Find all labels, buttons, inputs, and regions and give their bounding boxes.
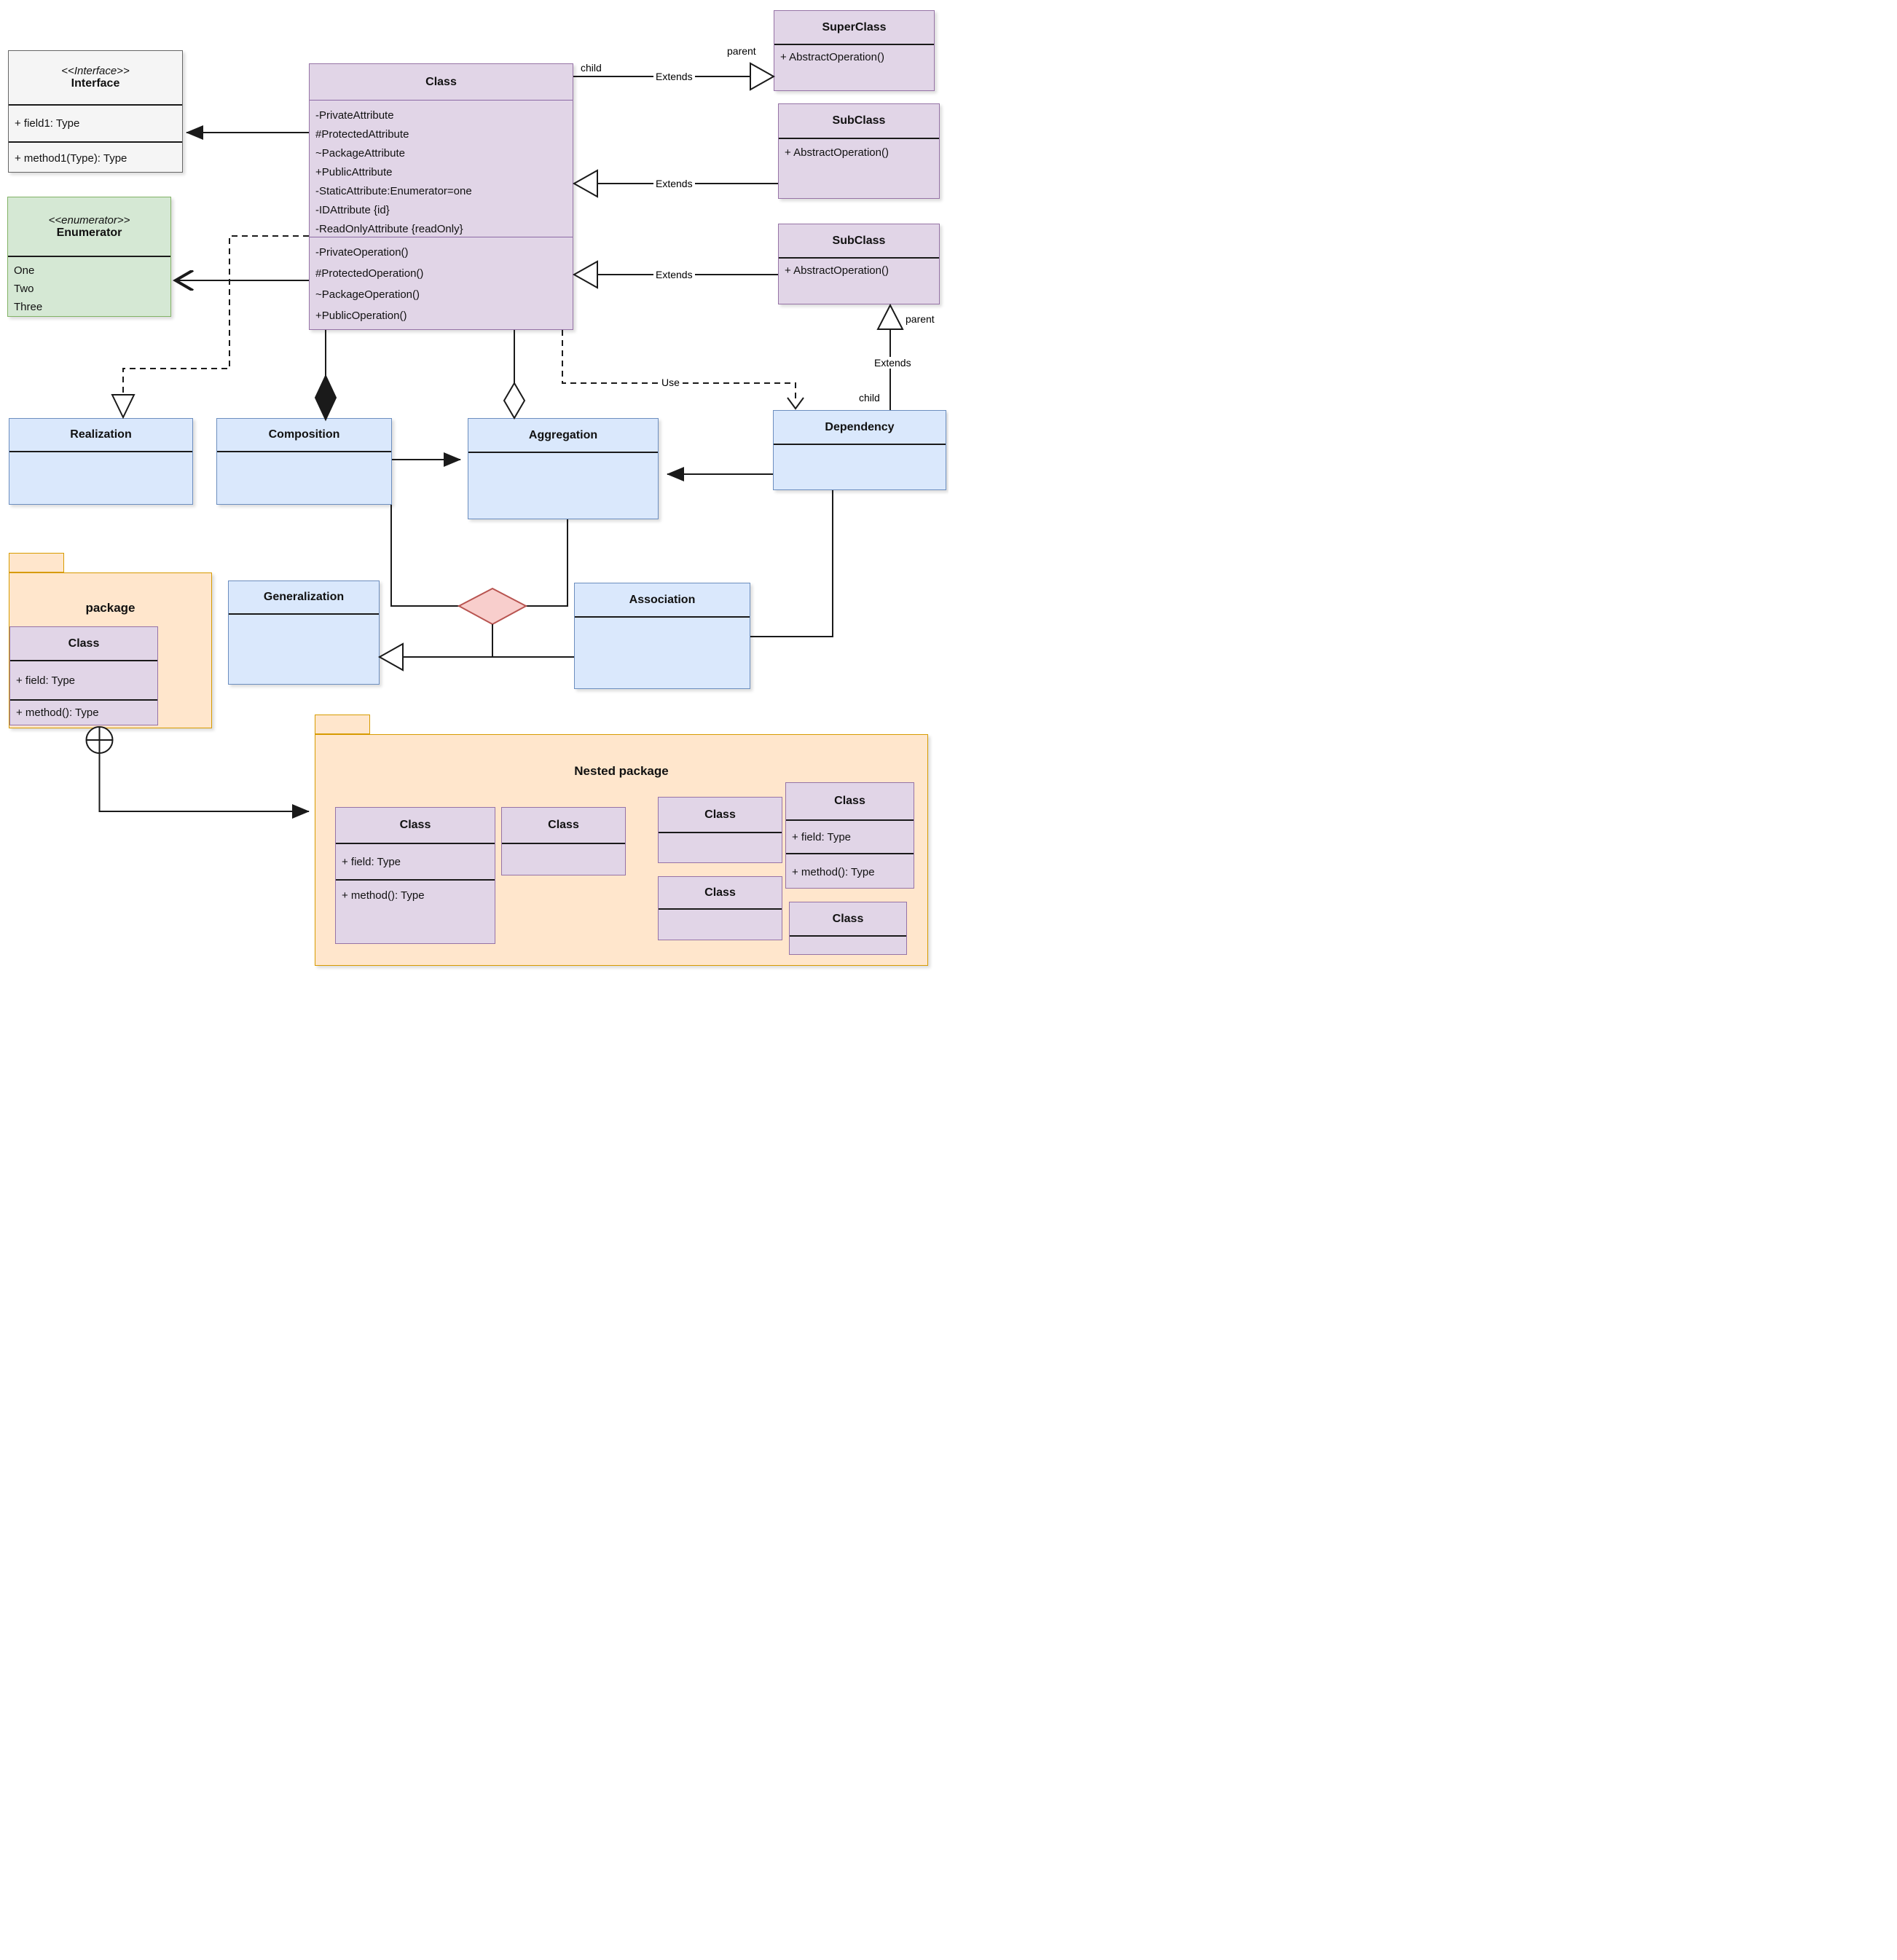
association-label: Association <box>629 593 696 606</box>
class-box: Class -PrivateAttribute #ProtectedAttrib… <box>309 63 573 330</box>
aggregation-edge <box>503 330 526 420</box>
class-operation: -PrivateOperation() <box>315 246 409 259</box>
dependency-association-edge <box>750 490 833 637</box>
superclass-box: SuperClass + AbstractOperation() <box>774 10 935 91</box>
package-class-method: + method(): Type <box>10 699 157 726</box>
package-class-box: Class + field: Type + method(): Type <box>9 626 158 725</box>
edge-label-extends-top: Extends <box>653 71 695 82</box>
dependency-box: Dependency <box>773 410 946 490</box>
package-containment-edge <box>85 726 310 819</box>
np-class-d-field: + field: Type <box>786 819 914 853</box>
np-class-d-name: Class <box>834 795 865 807</box>
class-operation: +PublicOperation() <box>315 310 407 322</box>
use-edge <box>562 330 804 410</box>
superclass-header: SuperClass <box>774 11 934 44</box>
subclass1-box: SubClass + AbstractOperation() <box>778 103 940 199</box>
class-attributes: -PrivateAttribute #ProtectedAttribute ~P… <box>310 100 573 237</box>
enumerator-stereotype: <<enumerator>> <box>48 213 130 227</box>
class-operation: #ProtectedOperation() <box>315 267 424 280</box>
np-class-b-box: Class <box>501 807 626 875</box>
interface-stereotype: <<Interface>> <box>61 65 130 77</box>
class-attribute: -PrivateAttribute <box>315 109 394 122</box>
class-operation: ~PackageOperation() <box>315 288 420 301</box>
package-tab <box>9 553 64 572</box>
class-header: Class <box>310 64 573 100</box>
edge-label-parent-right: parent <box>906 313 935 325</box>
np-class-a-name: Class <box>399 819 431 831</box>
np-class-c-name: Class <box>704 808 736 821</box>
class-attribute: +PublicAttribute <box>315 166 393 178</box>
class-attribute: -ReadOnlyAttribute {readOnly} <box>315 223 463 235</box>
edge-label-child-right: child <box>859 392 880 404</box>
np-class-d2-box: Class <box>789 902 907 955</box>
np-class-a-field: + field: Type <box>336 843 495 879</box>
association-generalization-edge <box>377 642 574 672</box>
class-attribute: #ProtectedAttribute <box>315 128 409 141</box>
enumerator-values: One Two Three <box>8 256 170 318</box>
superclass-operation: + AbstractOperation() <box>774 44 934 92</box>
edge-label-parent-top: parent <box>727 45 756 57</box>
generalization-box: Generalization <box>228 580 380 685</box>
class-name: Class <box>425 75 457 88</box>
interface-header: <<Interface>> Interface <box>9 51 182 104</box>
package-class-name: Class <box>68 637 100 650</box>
np-class-d-box: Class + field: Type + method(): Type <box>785 782 914 889</box>
composition-box: Composition <box>216 418 392 505</box>
subclass1-name: SubClass <box>832 114 886 127</box>
composition-label: Composition <box>268 428 340 441</box>
nested-package-tab <box>315 715 370 734</box>
dependency-label: Dependency <box>825 420 895 433</box>
realization-label: Realization <box>70 428 132 441</box>
interface-method: + method1(Type): Type <box>9 141 182 173</box>
enumerator-value: Two <box>14 283 34 295</box>
np-class-d-method: + method(): Type <box>786 853 914 889</box>
association-junction-edge <box>390 505 568 657</box>
np-class-c2-name: Class <box>704 886 736 899</box>
generalization-label: Generalization <box>263 591 345 603</box>
subclass2-header: SubClass <box>779 224 939 257</box>
subclass2-operation: + AbstractOperation() <box>779 257 939 305</box>
enumerator-box: <<enumerator>> Enumerator One Two Three <box>7 197 171 317</box>
enumerator-value: One <box>14 264 35 277</box>
subclass2-box: SubClass + AbstractOperation() <box>778 224 940 304</box>
interface-box: <<Interface>> Interface + field1: Type +… <box>8 50 183 173</box>
edge-label-child-top: child <box>581 62 602 74</box>
np-class-d2-name: Class <box>832 912 864 925</box>
class-operations: -PrivateOperation() #ProtectedOperation(… <box>310 237 573 331</box>
realization-box: Realization <box>9 418 193 505</box>
interface-name: Interface <box>71 77 120 90</box>
subclass1-operation: + AbstractOperation() <box>779 138 939 200</box>
enumerator-header: <<enumerator>> Enumerator <box>8 197 170 256</box>
enumerator-name: Enumerator <box>56 226 122 239</box>
nested-package-name: Nested package <box>574 764 669 778</box>
association-box: Association <box>574 583 750 689</box>
superclass-name: SuperClass <box>822 20 887 34</box>
class-attribute: -IDAttribute {id} <box>315 204 390 216</box>
np-class-b-name: Class <box>548 819 579 831</box>
composition-edge <box>314 330 337 422</box>
enumerator-value: Three <box>14 301 43 313</box>
class-attribute: -StaticAttribute:Enumerator=one <box>315 185 472 197</box>
interface-field: + field1: Type <box>9 104 182 141</box>
class-attribute: ~PackageAttribute <box>315 147 405 160</box>
edge-label-extends-right: Extends <box>872 357 914 369</box>
subclass2-name: SubClass <box>832 234 886 247</box>
edge-label-use: Use <box>659 377 682 388</box>
edge-label-extends-sub2: Extends <box>653 269 695 280</box>
uml-class-diagram: <<Interface>> Interface + field1: Type +… <box>0 0 948 980</box>
np-class-a-method: + method(): Type <box>336 879 495 945</box>
package-name: package <box>85 601 136 615</box>
aggregation-box: Aggregation <box>468 418 659 519</box>
np-class-c-box: Class <box>658 797 782 863</box>
aggregation-label: Aggregation <box>528 428 598 441</box>
subclass1-header: SubClass <box>779 104 939 138</box>
np-class-c2-box: Class <box>658 876 782 940</box>
edge-label-extends-sub1: Extends <box>653 178 695 189</box>
package-class-field: + field: Type <box>10 660 157 699</box>
np-class-a-box: Class + field: Type + method(): Type <box>335 807 495 944</box>
